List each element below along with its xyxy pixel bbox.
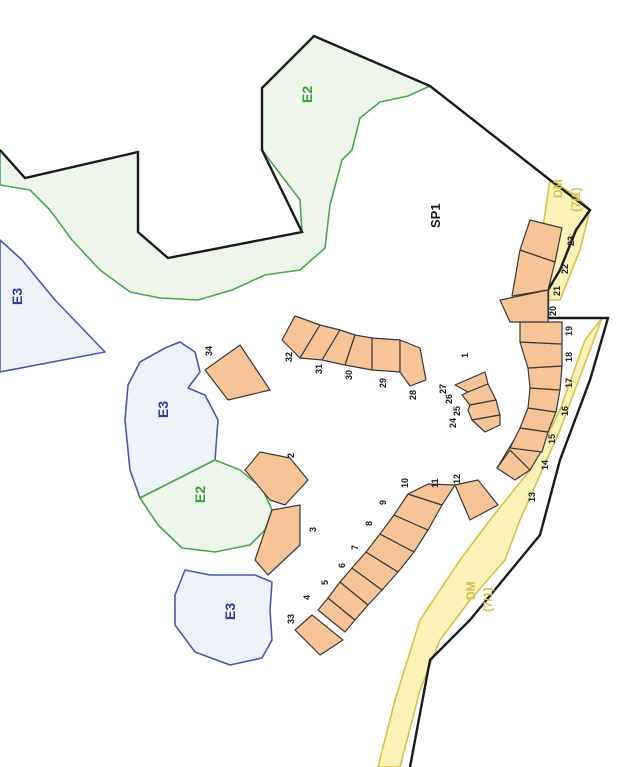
label-e2-middle: E2	[192, 486, 208, 503]
lot-28[interactable]	[371, 337, 401, 373]
lot-number-8: 8	[364, 521, 374, 526]
lot-33[interactable]	[294, 614, 344, 656]
lot-number-4: 4	[302, 595, 312, 600]
e3-zone-middle	[124, 341, 219, 499]
label-dm-top-2: (7/1)	[569, 187, 583, 212]
lot-28b[interactable]	[399, 339, 427, 387]
lot-17[interactable]	[527, 387, 561, 413]
lot-12[interactable]	[454, 479, 499, 521]
label-sp1: SP1	[428, 203, 443, 228]
lot-number-7: 7	[350, 545, 360, 550]
lot-number-31: 31	[314, 364, 324, 374]
lot-number-6: 6	[337, 563, 347, 568]
site-boundary	[0, 34, 610, 767]
lot-26[interactable]	[461, 383, 497, 406]
lot-number-26: 26	[444, 394, 454, 404]
label-e3-bottom: E3	[222, 603, 238, 620]
lot-number-22: 22	[560, 264, 570, 274]
lot-number-29: 29	[378, 378, 388, 388]
lot-number-23: 23	[566, 236, 576, 246]
lots-group	[204, 219, 563, 656]
lot-number-9: 9	[378, 500, 388, 505]
lot-numbers: 1 2 3 4 5 6 7 8 9 10 11 12 13 14 15 16 1…	[204, 236, 576, 624]
lot-23[interactable]	[519, 219, 563, 263]
lot-number-34: 34	[204, 346, 214, 356]
label-e2-top: E2	[299, 86, 315, 103]
lot-number-15: 15	[547, 434, 557, 444]
lot-34[interactable]	[204, 344, 271, 401]
lot-number-5: 5	[320, 580, 330, 585]
lot-number-32: 32	[284, 352, 294, 362]
lot-24[interactable]	[471, 414, 501, 433]
lot-number-21: 21	[552, 286, 562, 296]
lot-number-20: 20	[548, 306, 558, 316]
lot-number-12: 12	[452, 474, 462, 484]
label-dm-top-1: DM	[551, 179, 565, 198]
lot-2[interactable]	[244, 451, 309, 506]
lot-18[interactable]	[527, 365, 563, 391]
lot-number-1: 1	[460, 353, 470, 358]
lot-number-28: 28	[408, 390, 418, 400]
lot-number-30: 30	[344, 370, 354, 380]
lot-number-2: 2	[286, 453, 296, 458]
lot-number-16: 16	[560, 406, 570, 416]
lot-number-14: 14	[540, 460, 550, 470]
lot-number-25: 25	[452, 406, 462, 416]
lot-19[interactable]	[519, 341, 563, 369]
lot-number-19: 19	[564, 326, 574, 336]
lot-number-11: 11	[430, 478, 440, 488]
lot-number-18: 18	[564, 352, 574, 362]
e3-zone-bottom	[174, 569, 273, 666]
lot-3[interactable]	[254, 504, 301, 576]
label-e3-left: E3	[9, 288, 25, 305]
lot-number-10: 10	[400, 478, 410, 488]
label-dm-bottom-1: DM	[464, 581, 478, 600]
lot-25[interactable]	[467, 399, 501, 421]
lot-21[interactable]	[499, 289, 549, 323]
lot-number-3: 3	[308, 527, 318, 532]
e3-zone-left	[0, 239, 106, 373]
lot-number-24: 24	[448, 418, 458, 428]
label-e3-middle: E3	[155, 401, 171, 418]
label-dm-bottom-2: (7/1)	[481, 587, 495, 612]
lot-number-27: 27	[438, 384, 448, 394]
lot-number-13: 13	[527, 492, 537, 502]
lot-20[interactable]	[519, 321, 563, 345]
lot-number-17: 17	[564, 378, 574, 388]
lot-number-33: 33	[286, 614, 296, 624]
